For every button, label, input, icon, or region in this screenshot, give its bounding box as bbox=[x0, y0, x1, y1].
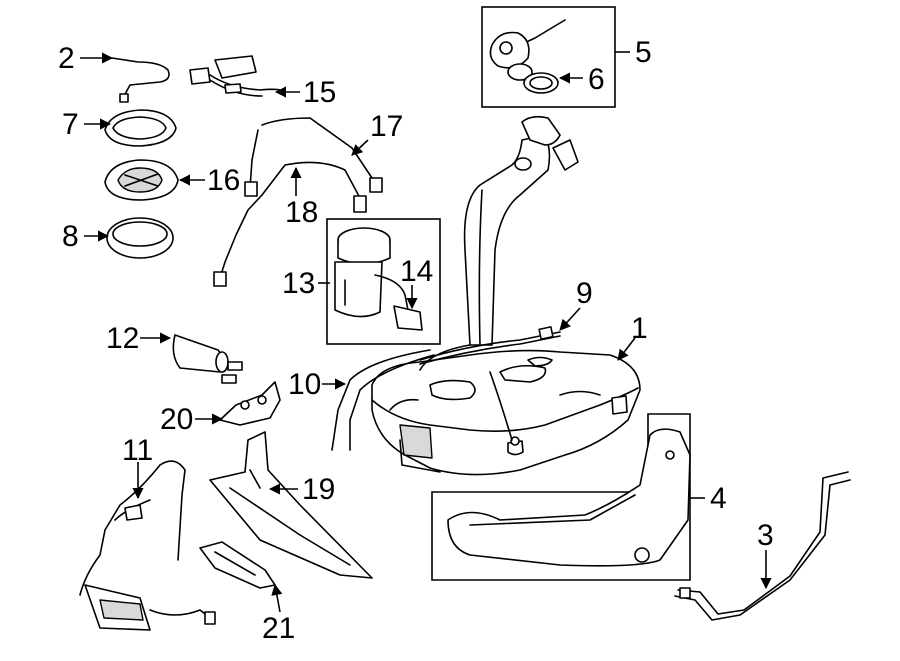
gasket-seal bbox=[106, 217, 174, 259]
tank-strap-rear bbox=[674, 471, 851, 621]
fuel-feed-hose bbox=[244, 117, 383, 197]
lock-ring bbox=[104, 109, 177, 147]
callout-21: 21 bbox=[262, 612, 295, 645]
heat-shield bbox=[209, 431, 373, 579]
fuel-pump-assembly bbox=[334, 227, 409, 318]
callout-15: 15 bbox=[303, 76, 336, 109]
callout-4: 4 bbox=[710, 482, 727, 515]
fuel-pump-module-box bbox=[326, 218, 441, 345]
callout-14: 14 bbox=[400, 255, 433, 288]
callout-11: 11 bbox=[122, 434, 153, 467]
pump-cover-flange bbox=[104, 159, 179, 201]
callout-10: 10 bbox=[288, 368, 321, 401]
sensor-wire-harness bbox=[111, 57, 170, 103]
callout-6: 6 bbox=[588, 63, 605, 96]
callout-3: 3 bbox=[757, 519, 774, 552]
fuel-level-sender bbox=[393, 305, 423, 331]
callout-2: 2 bbox=[58, 42, 75, 75]
callout-19: 19 bbox=[302, 473, 335, 506]
callout-16: 16 bbox=[207, 164, 240, 197]
tank-strap bbox=[447, 428, 691, 567]
fuel-sender-seal-box bbox=[481, 6, 616, 108]
callout-9: 9 bbox=[576, 277, 593, 310]
callout-12: 12 bbox=[106, 322, 139, 355]
fuel-filler-neck bbox=[463, 115, 579, 346]
mounting-bracket bbox=[219, 381, 281, 426]
fuel-filter bbox=[172, 334, 243, 384]
fuel-return-hose bbox=[213, 161, 367, 287]
pump-wiring-connector bbox=[189, 55, 286, 97]
callout-20: 20 bbox=[160, 403, 193, 436]
wiring-harness bbox=[79, 460, 216, 631]
vapor-line bbox=[419, 326, 561, 365]
seal-ring bbox=[523, 72, 559, 94]
fuel-level-sensor-plug bbox=[489, 19, 566, 81]
callout-5: 5 bbox=[635, 36, 652, 69]
callout-8: 8 bbox=[62, 220, 79, 253]
callout-13: 13 bbox=[282, 267, 315, 300]
tank-strap-box bbox=[431, 413, 691, 581]
sensor-module bbox=[199, 541, 276, 589]
callout-18: 18 bbox=[285, 196, 318, 229]
callout-7: 7 bbox=[62, 108, 79, 141]
callout-17: 17 bbox=[370, 110, 403, 143]
fuel-lines bbox=[331, 344, 471, 451]
fuel-tank bbox=[371, 349, 641, 476]
callout-1: 1 bbox=[631, 312, 648, 345]
